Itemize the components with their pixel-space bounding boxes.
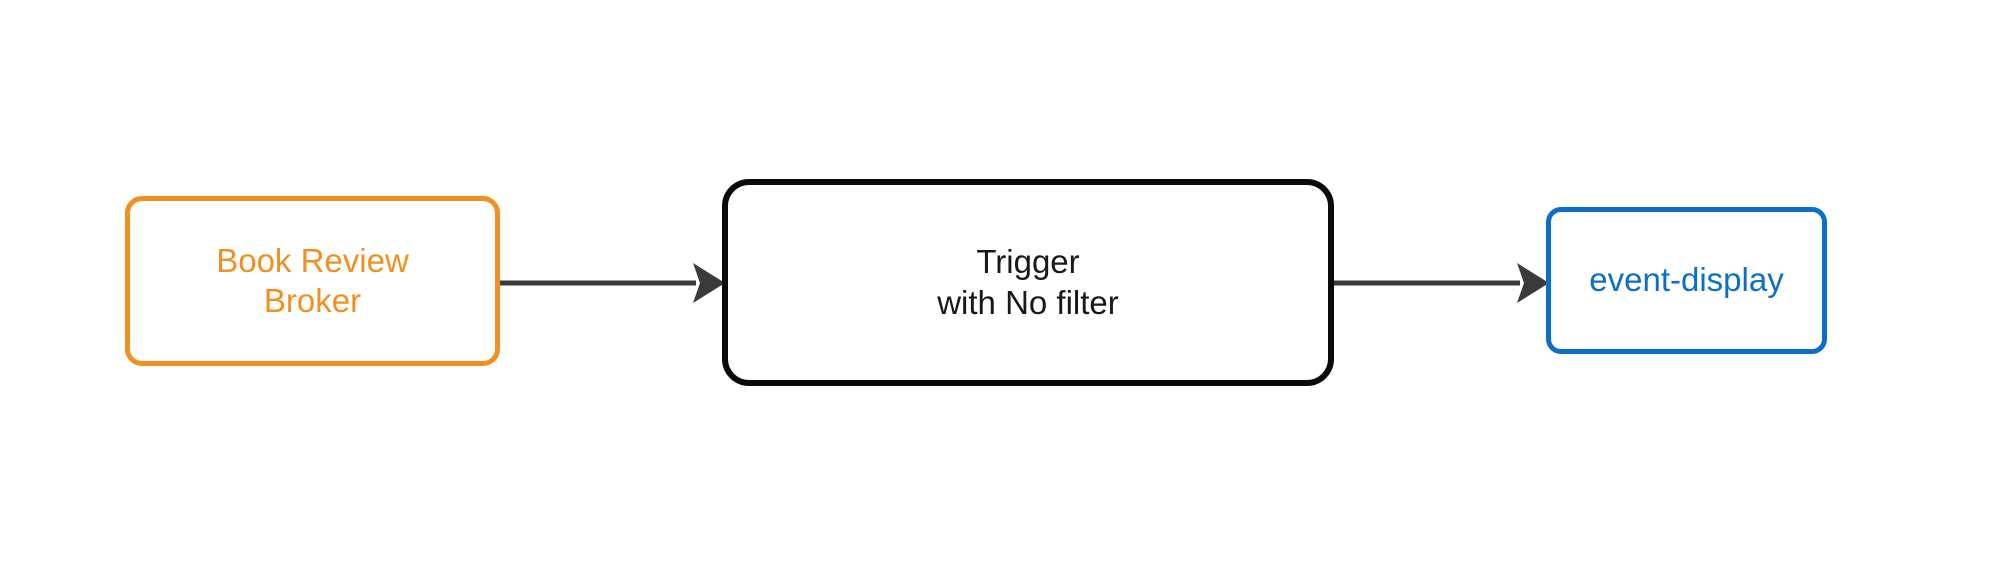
arrowhead-icon [693, 263, 725, 303]
node-book-review-broker[interactable]: Book Review Broker [125, 196, 500, 366]
arrow-broker-to-trigger [500, 263, 725, 303]
node-event-display[interactable]: event-display [1546, 207, 1827, 354]
node-broker-label-line-2: Broker [263, 282, 362, 319]
arrow-trigger-to-sink [1334, 263, 1549, 303]
node-broker-label-line-1: Book Review [216, 241, 409, 279]
node-sink-label-line-1: event-display [1589, 261, 1784, 299]
arrowhead-icon [1517, 263, 1549, 303]
node-trigger-label-line-2: with No filter [937, 283, 1119, 321]
node-trigger-label-line-1: Trigger [976, 243, 1080, 281]
node-trigger[interactable]: Trigger with No filter [722, 179, 1334, 386]
